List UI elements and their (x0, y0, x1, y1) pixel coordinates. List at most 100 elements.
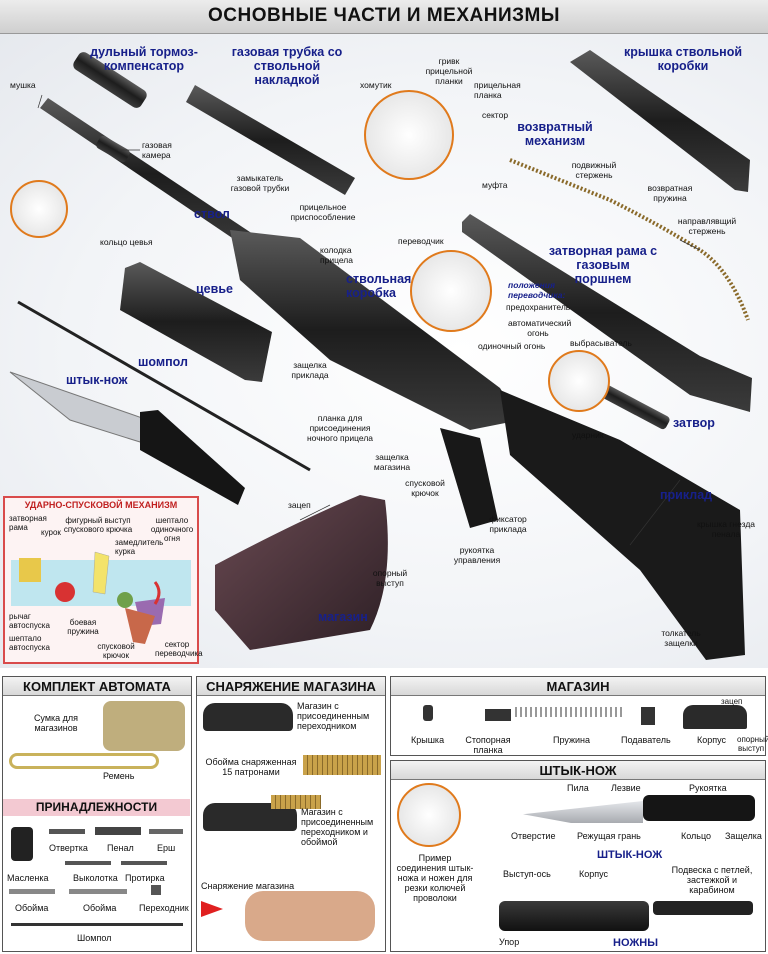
fm-selector-sector: сектор переводчика (155, 640, 203, 658)
label-return-spring: возвратная пружина (647, 183, 693, 203)
mag-catch: зацеп (721, 697, 743, 706)
rear-sight-inset (364, 90, 454, 180)
label-trap-cover: крышка гнезда пенала (696, 519, 756, 539)
accessories-title: ПРИНАДЛЕЖНОСТИ (3, 799, 190, 816)
selector-inset (410, 250, 492, 332)
label-support-lug: опорный выступ (372, 568, 408, 588)
adapter-image (151, 885, 161, 895)
loading-clip: Обойма снаряженная 15 патронами (205, 757, 297, 777)
label-receiver: ствольная коробка (346, 272, 412, 300)
title-band (0, 0, 768, 34)
stock-shape (500, 390, 745, 660)
mag-lug: опорный выступ (737, 735, 768, 753)
mag-stop-plate: Стопорная планка (465, 735, 511, 755)
pouch-image (103, 701, 185, 751)
label-barrel: ствол (194, 207, 230, 221)
front-sight-inset (10, 180, 68, 238)
acc-brush: Ерш (157, 843, 176, 853)
bay-hole: Отверстие (511, 831, 556, 841)
mag-stop-image (485, 709, 511, 721)
mag-follower-image (641, 707, 655, 725)
kit-sling: Ремень (103, 771, 135, 781)
label-firing-pin: ударник (572, 430, 604, 440)
label-coupling: муфта (482, 180, 508, 190)
bay-hanger: Подвеска с петлей, застежкой и карабином (671, 865, 753, 895)
receiver-shape (230, 230, 520, 430)
fm-bolt-frame: затворная рама (9, 514, 47, 532)
case-image (95, 827, 141, 835)
bay-handle: Рукоятка (689, 783, 727, 793)
loading-loading: Снаряжение магазина (201, 881, 295, 891)
label-cleaning-rod: шомпол (138, 355, 188, 369)
magazine-shape (215, 495, 388, 650)
muzzle-brake-shape (73, 52, 147, 108)
label-selector: переводчик (398, 236, 444, 246)
wire-cut-inset (397, 783, 461, 847)
loading-panel: СНАРЯЖЕНИЕ МАГАЗИНА Магазин с присоедине… (196, 676, 386, 952)
handguard-shape (120, 262, 272, 382)
acc-punch: Выколотка (73, 873, 118, 883)
cleaning-rod-shape (17, 300, 311, 472)
kit-panel: КОМПЛЕКТ АВТОМАТА Сумка для магазинов Ре… (2, 676, 192, 952)
label-trigger: спусковой крючок (405, 478, 445, 498)
fm-hammer-retarder: замедлитель курка (115, 538, 164, 556)
bay-body: Корпус (579, 869, 609, 879)
fm-shaped-lug: фигурный выступ спускового крючка (63, 516, 133, 534)
mag-spring: Пружина (553, 735, 590, 745)
label-rear-sight: прицельное приспособление (290, 202, 356, 222)
rod-image (11, 923, 183, 926)
clip-loaded-image (303, 755, 381, 775)
label-gas-chamber: газовая камера (142, 140, 172, 160)
return-spring-shape (509, 158, 750, 321)
fm-trigger: спусковой крючок (97, 642, 135, 660)
mag-cover-image (423, 705, 433, 721)
bay-stop: Упор (499, 937, 520, 947)
mag-body-image (683, 705, 747, 729)
barrel-shape (40, 98, 262, 250)
gas-tube-shape (186, 85, 355, 195)
bay-axis-lug: Выступ-ось (503, 869, 551, 879)
label-gas-tube: газовая трубка со ствольной накладкой (231, 45, 343, 87)
kit-title: КОМПЛЕКТ АВТОМАТА (3, 677, 191, 696)
screwdriver-image (49, 829, 85, 834)
acc-case: Пенал (107, 843, 134, 853)
label-safety: предохранитель (506, 302, 571, 312)
fm-mainspring: боевая пружина (67, 618, 99, 636)
bayonet-panel-title: ШТЫК-НОЖ (391, 761, 765, 780)
bay-ring: Кольцо (681, 831, 712, 841)
acc-screwdriver: Отвертка (49, 843, 88, 853)
acc-rod: Шомпол (77, 933, 112, 943)
bay-subtitle: ШТЫК-НОЖ (597, 849, 663, 861)
fire-mechanism-title: УДАРНО-СПУСКОВОЙ МЕХАНИЗМ (24, 500, 178, 510)
label-clamp: хомутик (360, 80, 392, 90)
clip1-image (9, 889, 55, 894)
mag-body: Корпус (697, 735, 727, 745)
fm-single-sear: шептало одиночного огня (150, 516, 194, 543)
label-stock: приклад (660, 488, 713, 502)
label-grip: рукоятка управления (453, 545, 501, 565)
bay-saw: Пила (567, 783, 589, 793)
label-auto-fire: автоматический огонь (508, 318, 572, 338)
label-single-fire: одиночный огонь (478, 341, 546, 351)
sling-image (9, 753, 159, 769)
label-receiver-cover: крышка ствольной коробки (623, 45, 743, 73)
bay-edge: Режущая грань (577, 831, 641, 841)
loading-mag-adapter-clip: Магазин с присоединенным переходником и … (301, 807, 374, 847)
brush-image (149, 829, 183, 834)
label-stock-lock: фиксатор приклада (489, 514, 527, 534)
acc-clip1: Обойма (15, 903, 49, 913)
acc-adapter: Переходник (139, 903, 189, 913)
magazine-panel: МАГАЗИН Крышка Стопорная планка Пружина … (390, 676, 768, 756)
fm-auto-lever: рычаг автоспуска (9, 612, 50, 630)
mag-follower: Подаватель (621, 735, 671, 745)
wiper-image (121, 861, 167, 865)
hanger-image (653, 901, 753, 915)
label-bolt: затвор (673, 416, 715, 430)
label-front-sight: мушка (10, 80, 36, 90)
bay-blade: Лезвие (611, 783, 641, 793)
mag-spring-image (515, 707, 625, 717)
label-handguard-ring: кольцо цевья (100, 237, 153, 247)
label-sight-mane: гривк прицельной планки (425, 56, 473, 86)
bolt-shape (600, 384, 670, 430)
